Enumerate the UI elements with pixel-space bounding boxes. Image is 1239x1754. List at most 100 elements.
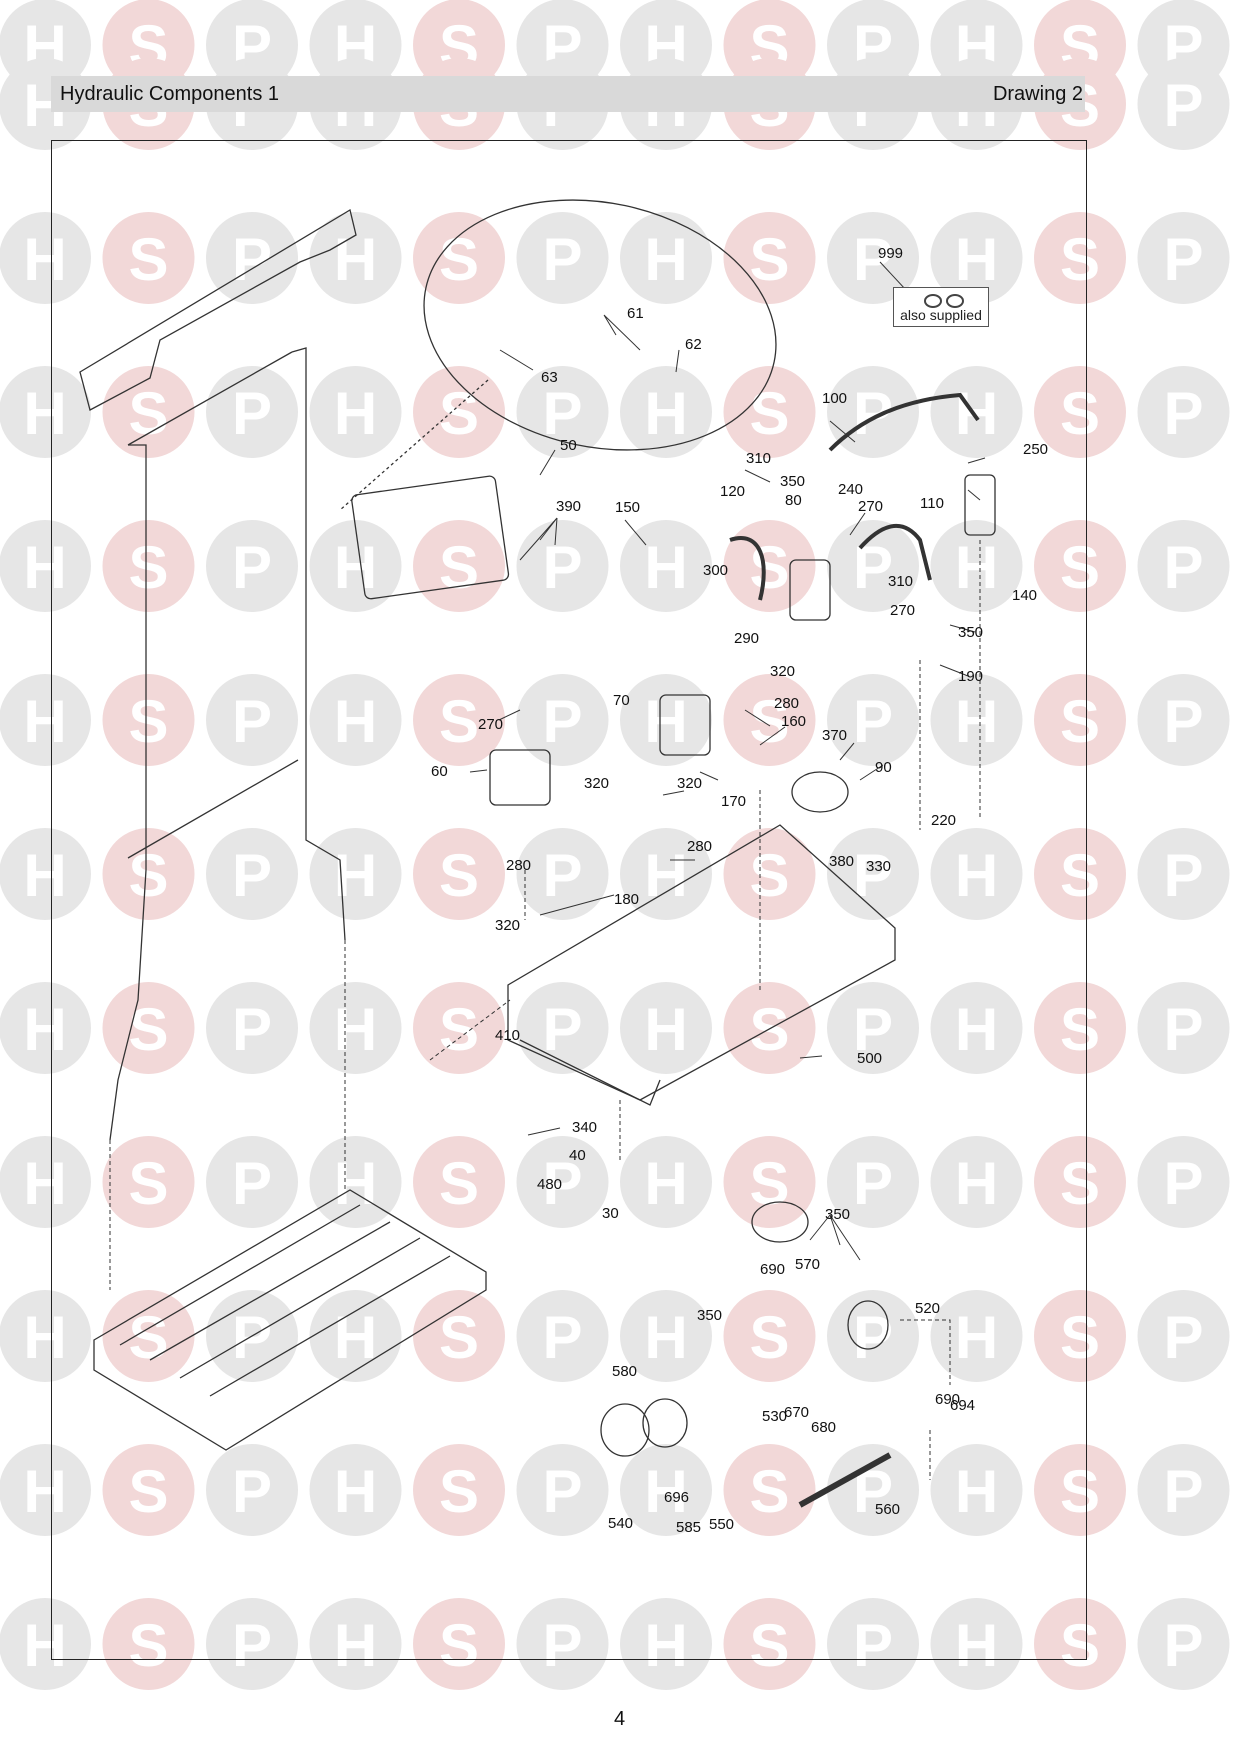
watermark-circle	[1137, 674, 1230, 766]
washer-icon	[924, 294, 942, 308]
watermark-letter: S	[749, 842, 789, 909]
watermark-circle	[930, 982, 1023, 1074]
part-callout: 310	[888, 573, 913, 590]
watermark-circle	[1034, 982, 1126, 1074]
watermark-letter: H	[955, 534, 998, 601]
watermark-letter: S	[439, 380, 479, 447]
watermark-circle	[723, 1598, 816, 1690]
watermark-circle	[102, 828, 195, 920]
watermark-letter: P	[1163, 996, 1203, 1063]
watermark-circle	[1034, 366, 1126, 458]
watermark-circle	[309, 1136, 402, 1228]
watermark-letter: P	[542, 1458, 582, 1525]
watermark-circle	[930, 828, 1023, 920]
watermark-letter: H	[23, 688, 66, 755]
watermark-circle	[516, 1444, 609, 1536]
watermark-circle	[827, 1136, 919, 1228]
part-callout: 280	[774, 695, 799, 712]
watermark-circle	[1137, 520, 1230, 612]
part-callout: 170	[721, 793, 746, 810]
watermark-letter: H	[23, 1150, 66, 1217]
watermark-circle	[930, 1136, 1023, 1228]
pump-90	[791, 771, 849, 813]
part-callout: 270	[478, 716, 503, 733]
watermark-letter: P	[542, 1304, 582, 1371]
watermark-letter: H	[644, 534, 687, 601]
valve-60	[489, 749, 551, 806]
watermark-letter: P	[542, 226, 582, 293]
part-callout: 100	[822, 390, 847, 407]
watermark-letter: P	[853, 1612, 893, 1679]
watermark-circle	[1137, 212, 1230, 304]
watermark-circle	[723, 1136, 816, 1228]
watermark-letter: P	[542, 534, 582, 601]
watermark-circle	[0, 366, 91, 458]
watermark-letter: H	[955, 1150, 998, 1217]
watermark-circle	[1034, 1290, 1126, 1382]
watermark-circle	[0, 982, 91, 1074]
pipe-110	[858, 524, 932, 581]
watermark-circle	[827, 982, 919, 1074]
watermark-circle	[206, 1598, 298, 1690]
part-callout: 270	[890, 602, 915, 619]
watermark-letter: S	[1060, 1458, 1100, 1525]
watermark-circle	[723, 1290, 816, 1382]
watermark-circle	[723, 520, 816, 612]
part-callout: 690	[935, 1391, 960, 1408]
part-callout: 690	[760, 1261, 785, 1278]
watermark-letter: H	[334, 1304, 377, 1371]
part-callout: 62	[685, 336, 702, 353]
part-callout: 40	[569, 1147, 586, 1164]
part-callout: 530	[762, 1408, 787, 1425]
watermark-letter: S	[128, 380, 168, 447]
watermark-circle	[413, 1290, 505, 1382]
watermark-circle	[309, 1444, 402, 1536]
part-callout: 340	[572, 1119, 597, 1136]
watermark-letter: P	[1163, 1150, 1203, 1217]
watermark-letter: P	[232, 380, 272, 447]
watermark-letter: P	[232, 1304, 272, 1371]
watermark-circle	[827, 674, 919, 766]
watermark-circle	[102, 366, 195, 458]
watermark-letter: P	[542, 842, 582, 909]
watermark-circle	[827, 1444, 919, 1536]
part-callout: 410	[495, 1027, 520, 1044]
watermark-circle	[827, 828, 919, 920]
watermark-circle	[930, 674, 1023, 766]
part-callout: 280	[506, 857, 531, 874]
part-callout: 680	[811, 1419, 836, 1436]
watermark-letter: H	[644, 1304, 687, 1371]
watermark-circle	[413, 366, 505, 458]
watermark-letter: H	[334, 1612, 377, 1679]
watermark-letter: S	[439, 1612, 479, 1679]
part-callout: 694	[950, 1397, 975, 1414]
part-callout: 696	[664, 1489, 689, 1506]
watermark-letter: S	[749, 1458, 789, 1525]
watermark-letter: S	[749, 1304, 789, 1371]
watermark-letter: S	[1060, 534, 1100, 601]
watermark-letter: P	[1163, 842, 1203, 909]
watermark-letter: H	[23, 1304, 66, 1371]
watermark-circle	[309, 520, 402, 612]
watermark-circle	[413, 1598, 505, 1690]
part-callout: 270	[858, 498, 883, 515]
part-callout: 30	[602, 1205, 619, 1222]
watermark-circle	[309, 982, 402, 1074]
watermark-letter: S	[439, 1458, 479, 1525]
watermark-circle	[309, 674, 402, 766]
watermark-letter: H	[644, 1458, 687, 1525]
side-frame-right	[291, 347, 346, 941]
washer-icon	[946, 294, 964, 308]
watermark-letter: S	[749, 688, 789, 755]
part-callout: 310	[746, 450, 771, 467]
watermark-letter: H	[334, 226, 377, 293]
watermark-letter: H	[334, 1150, 377, 1217]
watermark-letter: P	[232, 1612, 272, 1679]
part-callout: 580	[612, 1363, 637, 1380]
watermark-letter: H	[644, 996, 687, 1063]
watermark-letter: H	[644, 380, 687, 447]
watermark-letter: P	[1163, 1458, 1203, 1525]
watermark-circle	[516, 1136, 609, 1228]
part-callout: 520	[915, 1300, 940, 1317]
